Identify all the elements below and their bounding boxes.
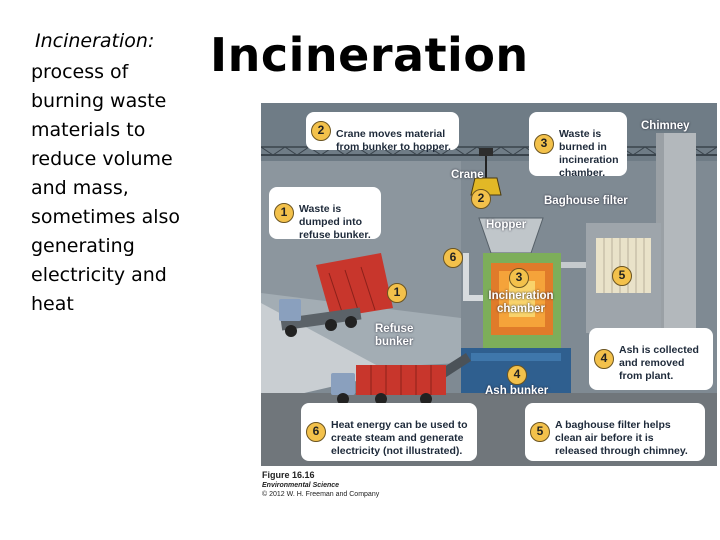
marker-pipe: 6 bbox=[443, 248, 463, 268]
figure-copyright: © 2012 W. H. Freeman and Company bbox=[262, 491, 380, 498]
callout-number: 6 bbox=[306, 422, 326, 442]
callout-text: Crane moves material from bunker to hopp… bbox=[336, 128, 451, 153]
figure-source-book: Environmental Science bbox=[262, 482, 340, 489]
marker-chamber: 3 bbox=[509, 268, 529, 288]
callout-text: A baghouse filter helps clean air before… bbox=[555, 419, 688, 457]
truck-cab-upper bbox=[279, 299, 301, 321]
label-ash-bunker: Ash bunker bbox=[485, 385, 549, 397]
incineration-diagram: Chimney Crane Hopper Baghouse filter Inc… bbox=[261, 103, 717, 466]
plant-illustration bbox=[261, 103, 717, 466]
marker-filter: 5 bbox=[612, 266, 632, 286]
figure-number: Figure 16.16 bbox=[262, 470, 315, 480]
label-hopper: Hopper bbox=[486, 219, 527, 231]
callout-text: Waste is burned in incineration chamber. bbox=[559, 128, 619, 179]
figure-caption: Figure 16.16 Environmental Science © 201… bbox=[262, 470, 379, 499]
callout-number: 1 bbox=[274, 203, 294, 223]
definition-term: Incineration: bbox=[35, 30, 155, 52]
label-incineration-chamber: Incineration chamber bbox=[488, 290, 554, 315]
marker-bunker: 1 bbox=[387, 283, 407, 303]
callout-number: 3 bbox=[534, 134, 554, 154]
callout-number: 2 bbox=[311, 121, 331, 141]
slide-title: Incineration bbox=[210, 28, 529, 82]
marker-crane: 2 bbox=[471, 189, 491, 209]
callout-text: Heat energy can be used to create steam … bbox=[331, 419, 468, 457]
callout-text: Waste is dumped into refuse bunker. bbox=[299, 203, 371, 241]
marker-ash: 4 bbox=[507, 365, 527, 385]
label-crane: Crane bbox=[451, 169, 484, 181]
callout-number: 4 bbox=[594, 349, 614, 369]
truck-cab-lower bbox=[331, 373, 355, 395]
callout-text: Ash is collected and removed from plant. bbox=[619, 344, 699, 382]
label-baghouse-filter: Baghouse filter bbox=[544, 195, 628, 207]
label-refuse-bunker: Refuse bunker bbox=[375, 323, 414, 348]
callout-number: 5 bbox=[530, 422, 550, 442]
dump-truck-body-upper bbox=[316, 253, 393, 318]
definition-body: process of burning waste materials to re… bbox=[31, 61, 181, 315]
label-chimney: Chimney bbox=[641, 120, 690, 132]
